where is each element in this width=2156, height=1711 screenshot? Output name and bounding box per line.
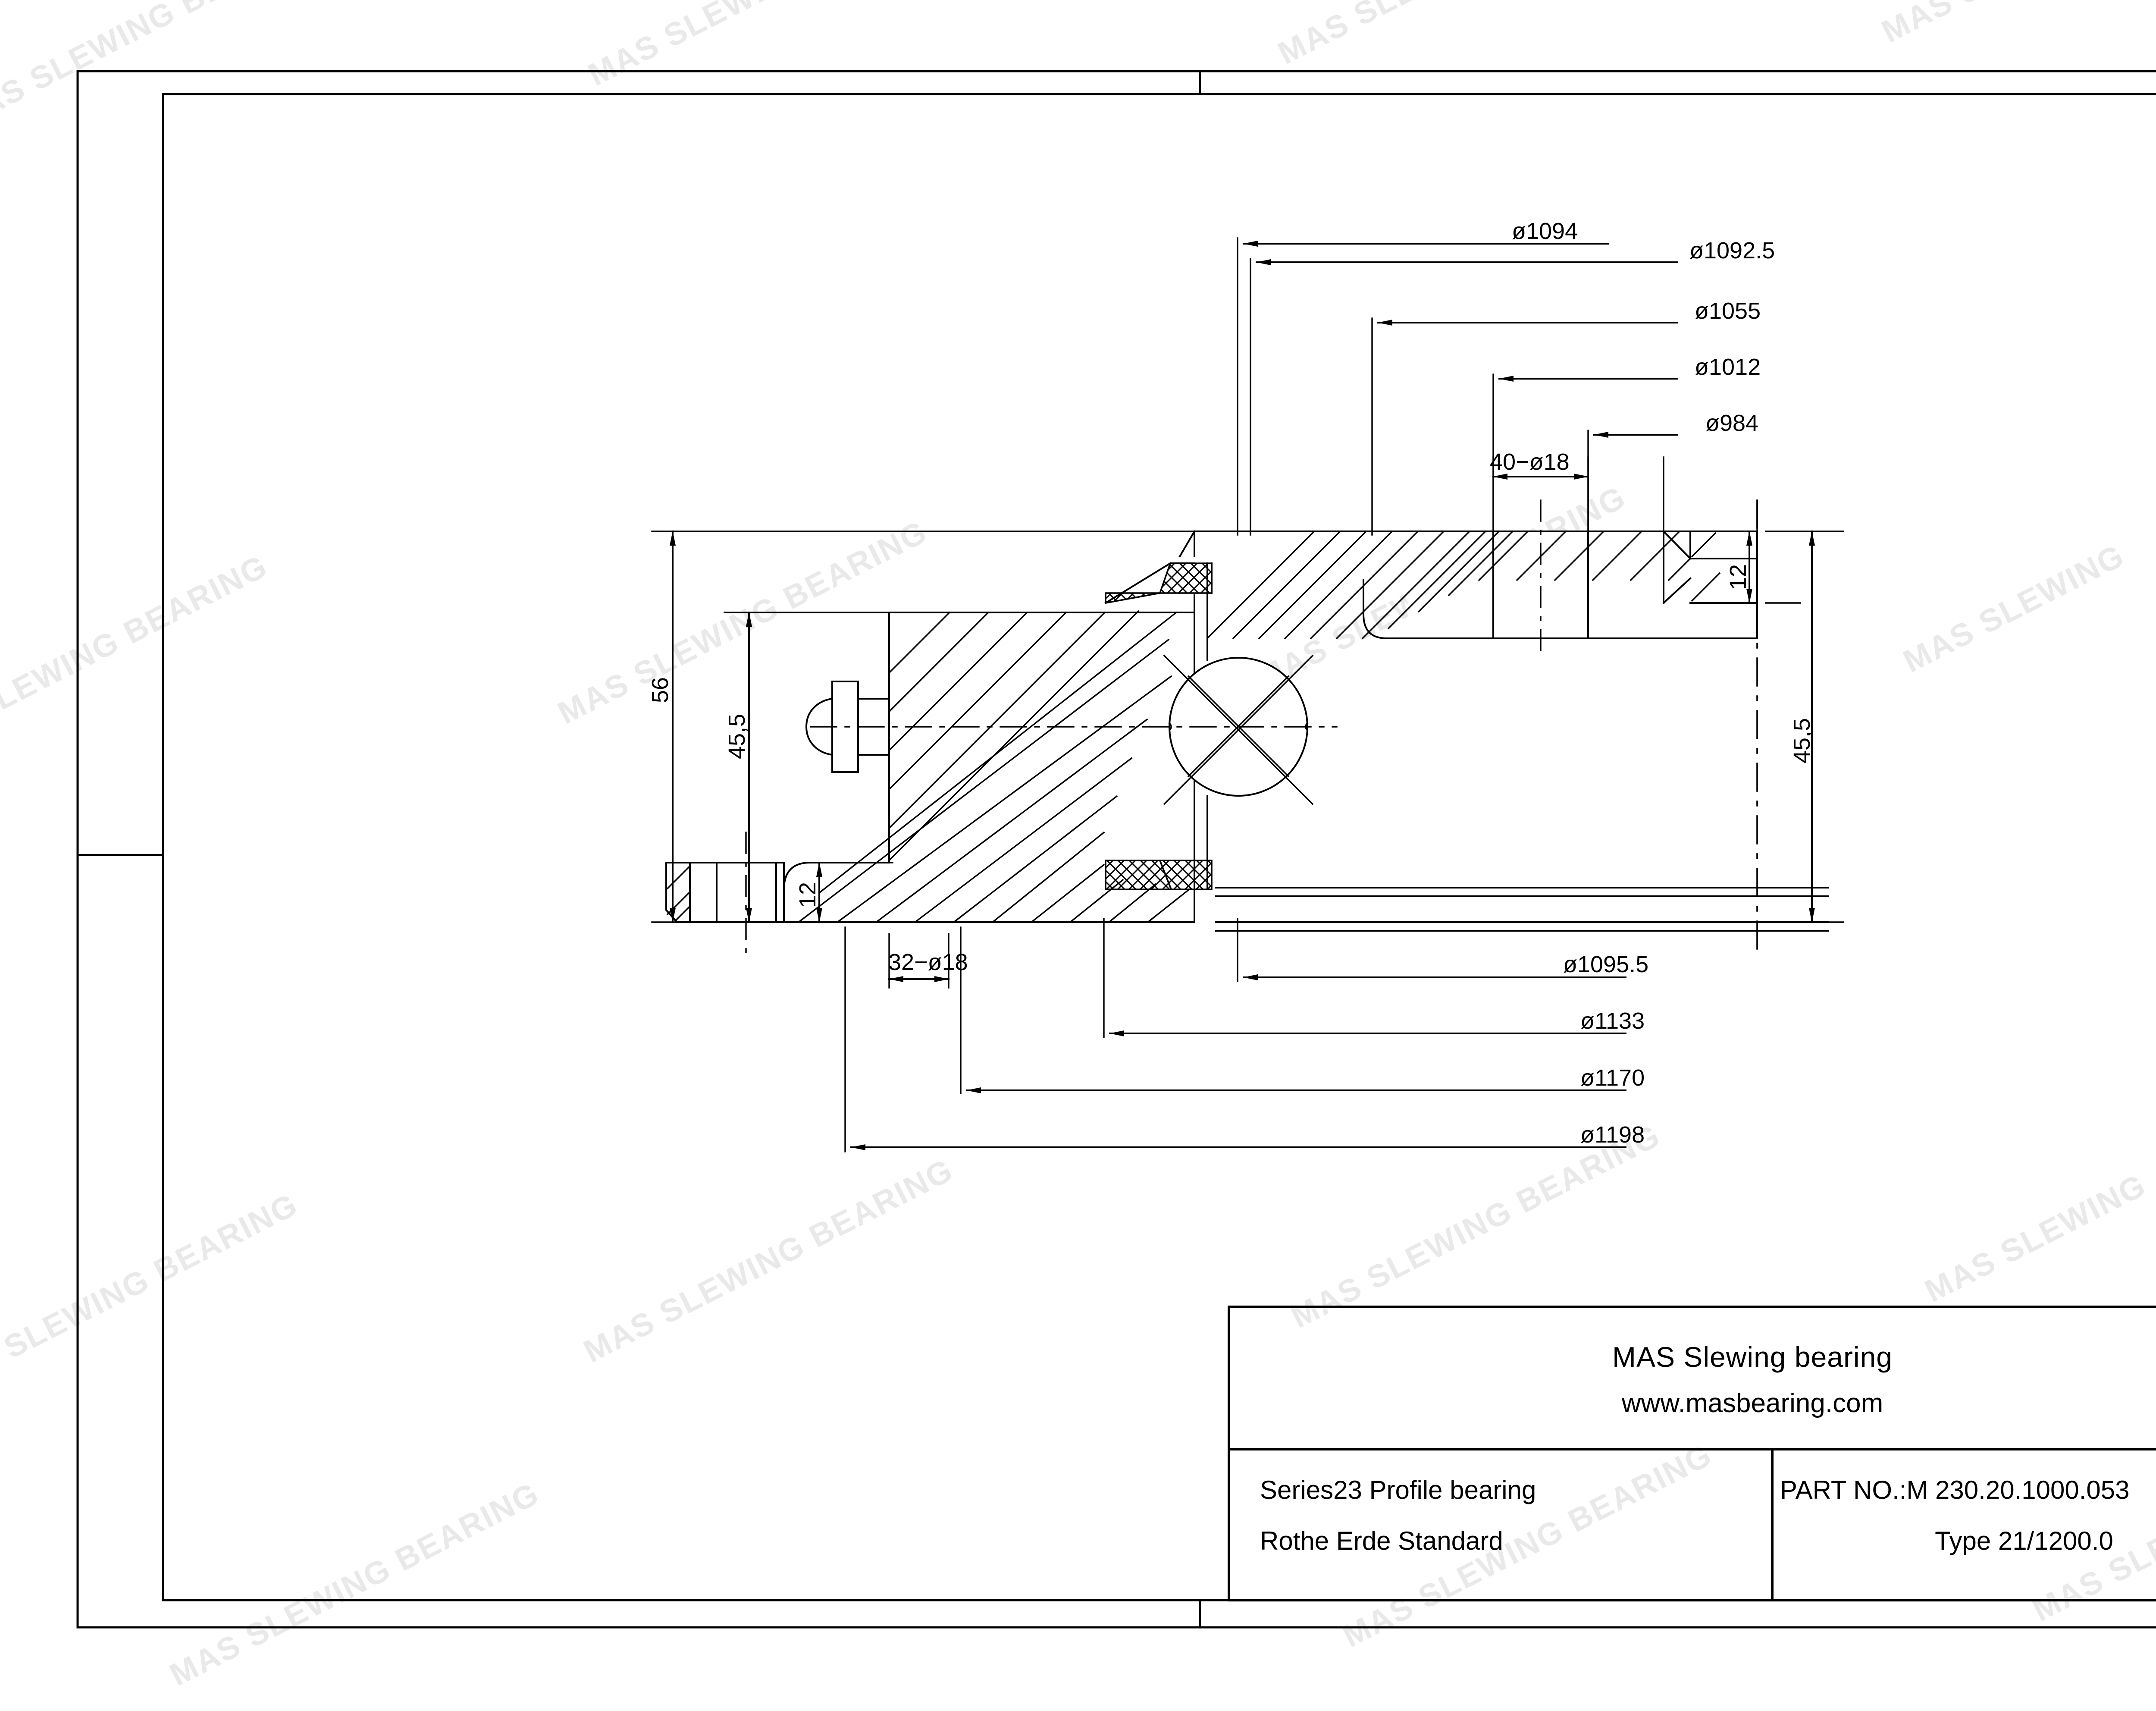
label-holes-lower: 32−ø18: [888, 949, 968, 975]
ring-gap-centerline: [1194, 562, 1208, 890]
title-block-series: Series23 Profile bearing: [1260, 1476, 1536, 1504]
title-block-part-no: PART NO.:M 230.20.1000.053: [1780, 1476, 2130, 1504]
upper-ring-section: [1171, 499, 1758, 656]
label-d1133: ø1133: [1580, 1008, 1645, 1034]
label-h45_5-right: 45,5: [1789, 718, 1815, 763]
title-block-company: MAS Slewing bearing: [1612, 1341, 1893, 1373]
label-holes-upper: 40−ø18: [1490, 449, 1570, 475]
lower-flange-bolt-section: [665, 832, 785, 956]
label-h12-left: 12: [795, 882, 821, 908]
lower-ring-section: [783, 610, 1195, 923]
extension-lines-bottom: [844, 918, 1238, 1152]
outer-ring-lower-section: [1215, 887, 1829, 932]
label-d1012: ø1012: [1695, 354, 1761, 380]
extension-lines-top: [1237, 237, 1758, 536]
sheet-border-outer: [76, 70, 2156, 1629]
title-block-website: www.masbearing.com: [1621, 1388, 1883, 1418]
sheet-border-inner: [162, 93, 2156, 1601]
label-d1055: ø1055: [1695, 298, 1761, 324]
title-block-frame: [1228, 1306, 2156, 1601]
label-h12-right: 12: [1725, 564, 1751, 590]
label-d984: ø984: [1705, 410, 1759, 436]
label-d1095_5: ø1095.5: [1563, 951, 1649, 977]
label-h56: 56: [647, 677, 673, 703]
extension-lines-left: [651, 531, 1200, 923]
dim-holes-lower: [888, 933, 950, 989]
label-d1092_5: ø1092.5: [1689, 238, 1775, 264]
label-h45_5-left: 45,5: [724, 713, 750, 759]
dim-holes-upper: [1492, 456, 1589, 536]
label-d1094: ø1094: [1512, 218, 1578, 244]
label-d1170: ø1170: [1580, 1065, 1645, 1091]
title-block-standard: Rothe Erde Standard: [1260, 1526, 1503, 1555]
title-block-type: Type 21/1200.0: [1935, 1526, 2113, 1555]
lower-seal: [1105, 860, 1213, 890]
upper-seal: [1104, 562, 1213, 604]
label-h-d1198: ø1198: [1580, 1122, 1645, 1148]
ball-element: [810, 654, 1338, 805]
extension-lines-right: [1765, 531, 1844, 923]
